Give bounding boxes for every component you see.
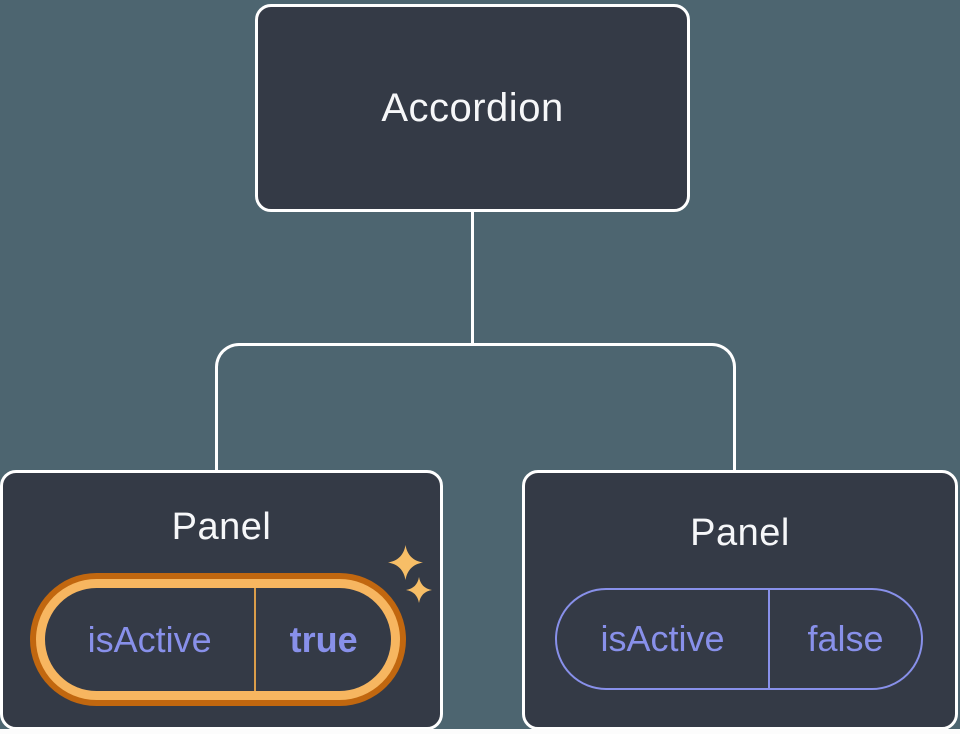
state-value-cell: true (256, 588, 391, 691)
state-value-label: false (807, 618, 884, 659)
state-value-label: true (289, 618, 358, 660)
state-pill-active-inner-ring: isActive true (36, 579, 400, 700)
panel-inactive-label: Panel (690, 512, 790, 554)
state-pill-active: isActive true (30, 573, 406, 706)
state-pill-active-core: isActive true (45, 588, 391, 691)
page-edge-strip (0, 729, 960, 734)
state-pill-inactive: isActive false (555, 588, 923, 690)
state-name-cell: isActive (557, 590, 768, 688)
state-name-label: isActive (87, 618, 212, 660)
state-pill-divider (768, 590, 771, 688)
accordion-node: Accordion (255, 4, 690, 212)
connector-bracket (215, 343, 736, 470)
sparkle-icon-large (388, 545, 423, 580)
sparkle-icon-small (406, 577, 432, 603)
state-name-label: isActive (600, 618, 725, 659)
state-pill-divider (254, 588, 257, 691)
accordion-node-label: Accordion (381, 85, 564, 130)
state-value-cell: false (770, 590, 921, 688)
connector-stem (471, 210, 474, 346)
state-name-cell: isActive (45, 588, 254, 691)
panel-active-label: Panel (171, 506, 272, 548)
